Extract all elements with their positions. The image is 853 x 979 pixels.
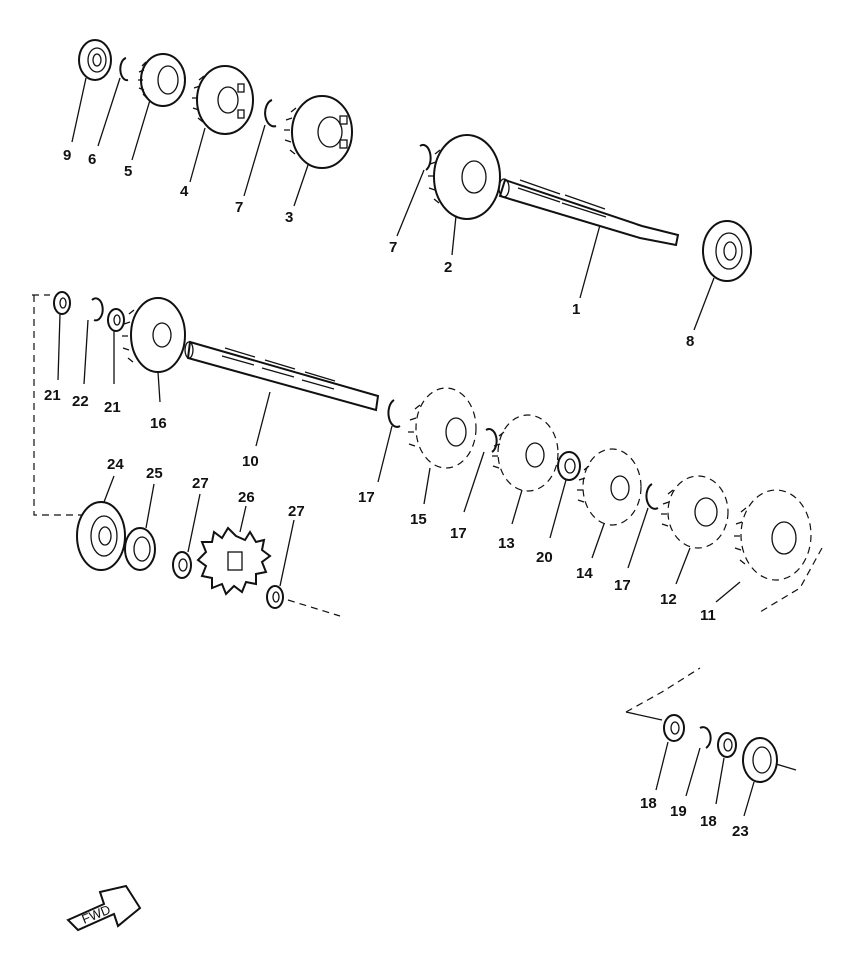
part-label-16: 16 [150,415,167,432]
part-labels: 9 6 5 4 7 3 7 2 1 8 21 22 21 16 10 17 15… [44,147,749,840]
part-label-26: 26 [238,489,255,506]
circlip-6 [119,57,129,82]
part-label-12: 12 [660,591,677,608]
gear-2 [428,134,501,220]
circlip-19 [699,726,712,749]
gear-5 [138,53,186,107]
collar-27a [172,551,192,579]
oil-seal-25 [124,527,156,571]
drive-sprocket-26 [196,526,272,596]
gear-16 [122,297,186,373]
circlip-7-upper [264,99,277,128]
part-label-21a: 21 [44,387,61,404]
circlip-17b [485,428,498,453]
circlip-22 [91,297,104,322]
part-label-1: 1 [572,301,580,318]
part-label-17b: 17 [450,525,467,542]
part-label-24: 24 [107,456,124,473]
circlip-17c [645,483,659,510]
part-label-23: 23 [732,823,749,840]
washer-21b [107,308,125,332]
washer-18b [717,732,737,758]
bearing-24 [76,501,126,571]
part-label-25: 25 [146,465,163,482]
part-label-17c: 17 [614,577,631,594]
part-label-22: 22 [72,393,89,410]
part-label-17a: 17 [358,489,375,506]
bearing-23 [742,737,797,783]
part-label-27a: 27 [192,475,209,492]
part-label-14: 14 [576,565,593,582]
gear-15 [408,387,477,469]
part-label-9: 9 [63,147,71,164]
part-label-18b: 18 [700,813,717,830]
gear-4 [192,65,254,135]
drive-axle-10 [184,340,380,412]
part-label-2: 2 [444,259,452,276]
part-label-10: 10 [242,453,259,470]
washer-20 [557,451,581,481]
bearing-9 [78,39,112,81]
gear-14 [577,448,642,526]
gear-12 [661,475,729,549]
part-label-3: 3 [285,209,293,226]
part-label-13: 13 [498,535,515,552]
part-label-27b: 27 [288,503,305,520]
forward-direction-arrow: FWD [66,884,142,932]
gear-3 [284,95,353,169]
circlip-7-middle [419,143,432,171]
part-label-4: 4 [180,183,189,200]
part-label-7-middle: 7 [389,239,397,256]
part-label-15: 15 [410,511,427,528]
circlip-27b [266,585,284,609]
part-label-7-upper: 7 [235,199,243,216]
leader-lines [57,77,755,817]
part-label-18a: 18 [640,795,657,812]
part-label-11: 11 [700,607,716,624]
part-label-6: 6 [88,151,96,168]
circlip-17a [387,399,401,428]
part-label-8: 8 [686,333,694,350]
part-label-19: 19 [670,803,687,820]
main-axle-1 [498,178,680,247]
part-label-20: 20 [536,549,553,566]
gear-11 [734,489,812,581]
gear-13 [492,414,559,492]
part-label-5: 5 [124,163,132,180]
part-label-21b: 21 [104,399,121,416]
washer-18a [663,714,685,742]
washer-21a [53,291,71,315]
bearing-8 [702,220,752,282]
